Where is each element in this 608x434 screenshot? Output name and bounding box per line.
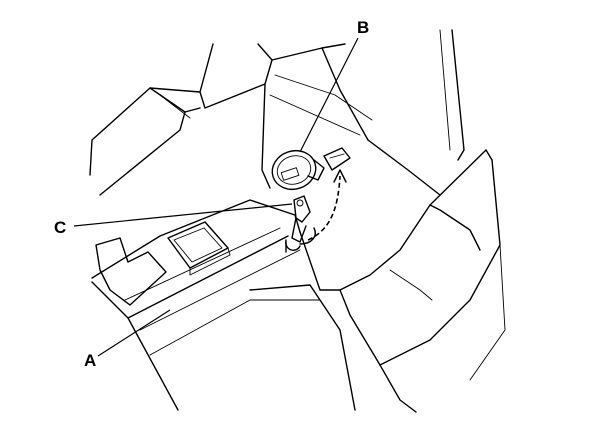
power-socket-b (271, 147, 351, 191)
leader-line-a (97, 309, 171, 357)
console-right-side (339, 149, 506, 413)
console-lower-front (149, 231, 356, 411)
console-rear-panel (261, 29, 465, 196)
callout-label-c: C (54, 218, 66, 237)
install-arrow (307, 169, 347, 241)
connector-c (285, 195, 316, 253)
callout-label-a: A (84, 351, 96, 370)
leader-line-b (299, 37, 359, 153)
console-tray (91, 199, 301, 411)
leader-lines (73, 37, 359, 357)
left-trim-panel (89, 43, 273, 196)
leader-line-c (73, 203, 293, 227)
callout-label-b: B (357, 18, 369, 37)
